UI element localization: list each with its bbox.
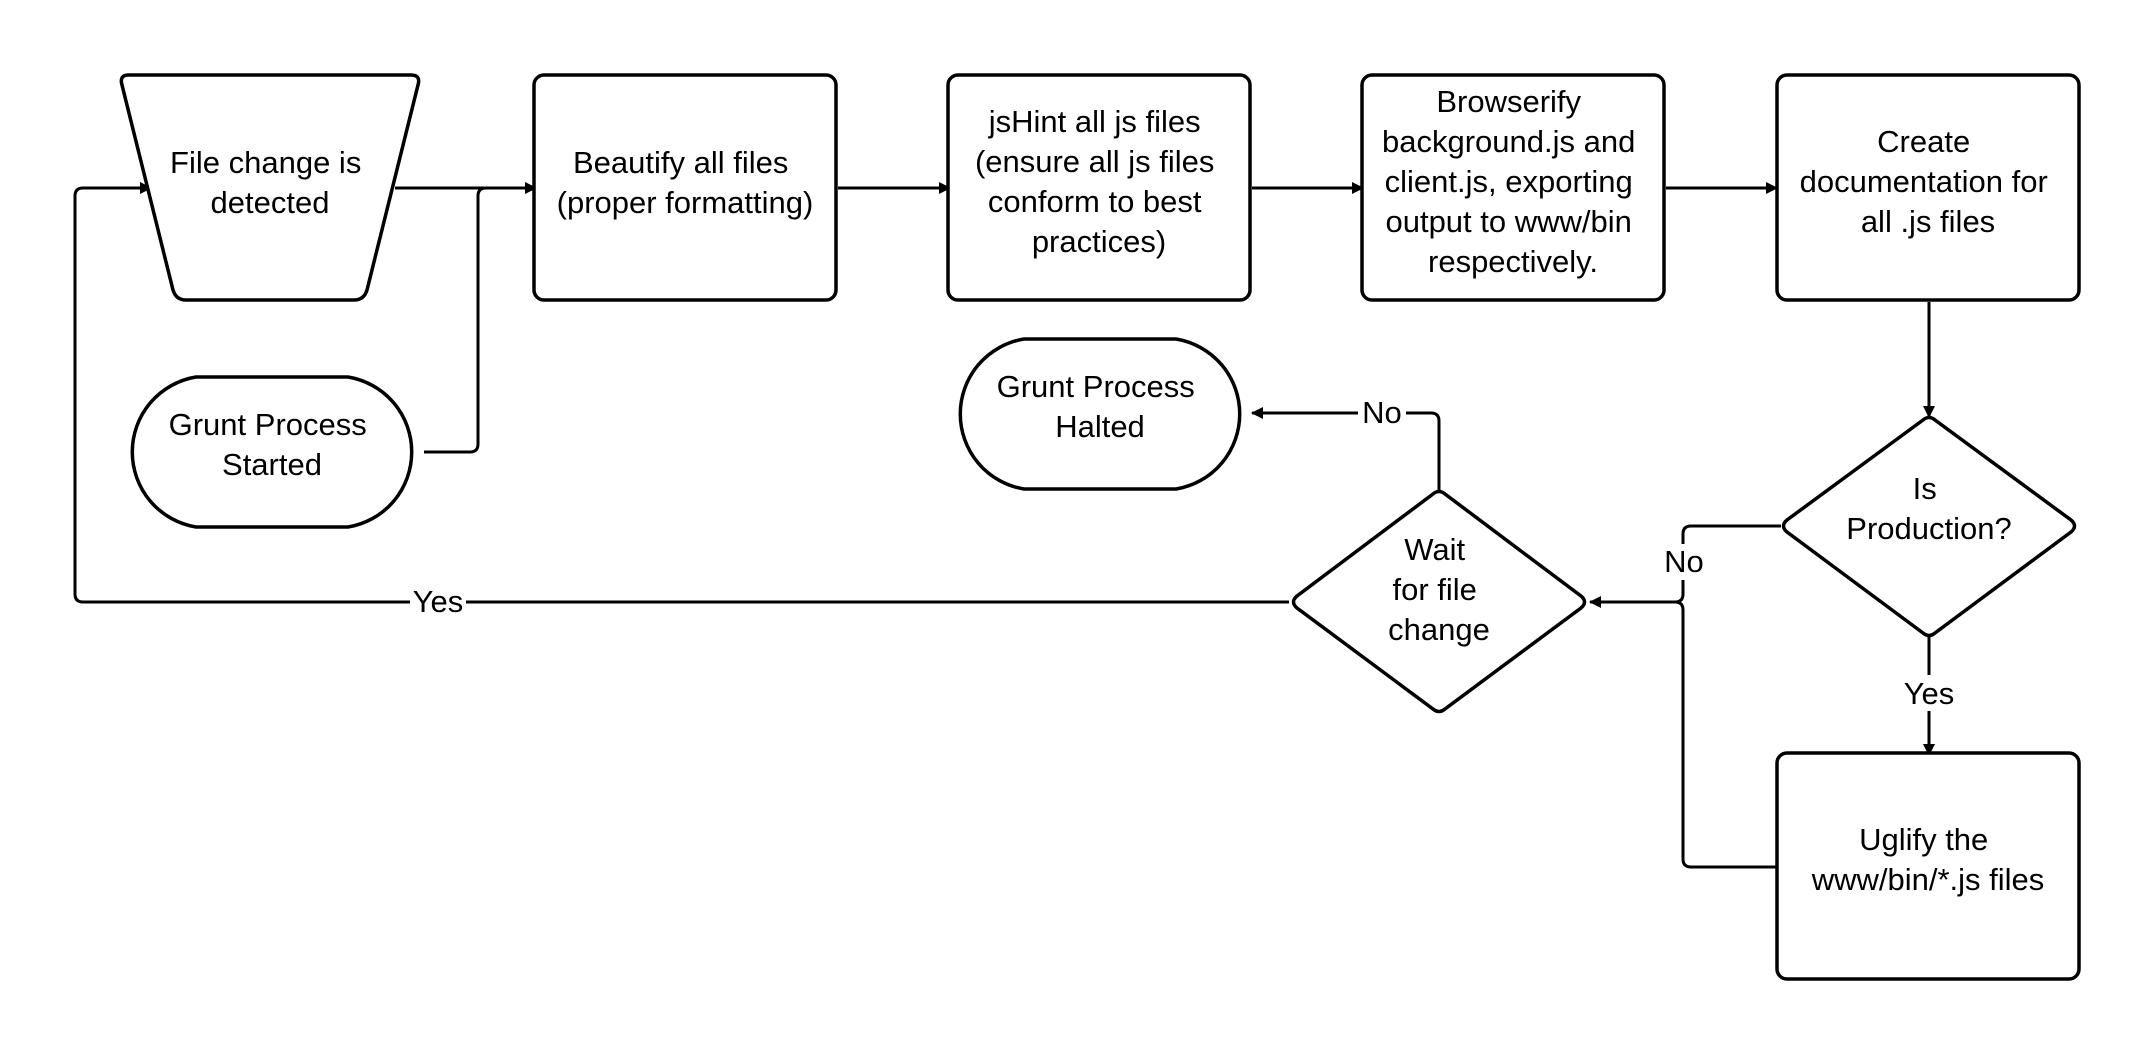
process-beautify (532, 73, 838, 302)
browserify-line-1: Browserify (1436, 84, 1581, 119)
edge-label-yes-wait: Yes (413, 584, 464, 619)
terminator-grunt-halted (958, 337, 1242, 491)
browserify-line-2: background.js and (1382, 124, 1635, 159)
grunt-started-label: Grunt Process Started (169, 407, 376, 482)
beautify-label: Beautify all files (proper formatting) (557, 145, 814, 220)
create-docs-line-3: all .js files (1861, 204, 1995, 239)
wait-change-line-2: for file (1392, 572, 1476, 607)
wait-change-label: Wait for file change (1388, 532, 1490, 647)
edge-label-bg-no-wait (1358, 395, 1406, 431)
uglify-label: Uglify the www/bin/*.js files (1811, 822, 2045, 897)
process-create-docs (1775, 73, 2081, 302)
decision-is-production (1781, 415, 2077, 638)
edge-wait-change-to-grunt-halted (1251, 407, 1441, 490)
create-docs-line-2: documentation for (1800, 164, 2048, 199)
jshint-line-2: (ensure all js files (975, 144, 1214, 179)
edge-label-bg-no-production (1661, 544, 1707, 580)
create-docs-label: Create documentation for all .js files (1800, 124, 2057, 239)
jshint-line-4: practices) (1032, 224, 1166, 259)
manual-operation-file-change (119, 73, 421, 302)
edge-wait-change-to-file-change (73, 182, 1289, 604)
grunt-started-line-1: Grunt Process (169, 407, 367, 442)
process-uglify (1775, 751, 2081, 981)
process-jshint (946, 73, 1252, 302)
browserify-line-5: respectively. (1428, 244, 1598, 279)
grunt-halted-line-1: Grunt Process (997, 369, 1195, 404)
terminator-grunt-started (130, 375, 414, 529)
wait-change-line-3: change (1388, 612, 1490, 647)
nodes (119, 73, 2081, 981)
edge-uglify-to-wait-change (1674, 600, 1777, 869)
uglify-line-1: Uglify the (1859, 822, 1988, 857)
is-production-line-1: Is (1913, 471, 1937, 506)
uglify-line-2: www/bin/*.js files (1811, 862, 2045, 897)
browserify-line-4: output to www/bin (1385, 204, 1631, 239)
edge-labels: Yes No No Yes (410, 395, 1956, 711)
beautify-line-2: (proper formatting) (557, 185, 814, 220)
browserify-line-3: client.js, exporting (1385, 164, 1633, 199)
node-labels: File change is detected Grunt Process St… (169, 84, 2057, 897)
jshint-line-3: conform to best (988, 184, 1202, 219)
edge-label-bg-yes-production (1902, 675, 1956, 711)
create-docs-line-1: Create (1877, 124, 1970, 159)
grunt-halted-line-2: Halted (1055, 409, 1145, 444)
browserify-label: Browserify background.js and client.js, … (1382, 84, 1644, 279)
edge-grunt-started-to-beautify (424, 186, 487, 454)
edges (73, 182, 1935, 869)
grunt-halted-label: Grunt Process Halted (997, 369, 1204, 444)
grunt-started-line-2: Started (222, 447, 322, 482)
decision-wait-change (1291, 489, 1587, 714)
jshint-label: jsHint all js files (ensure all js files… (975, 104, 1223, 259)
edge-label-yes-production: Yes (1904, 676, 1955, 711)
file-change-label: File change is detected (170, 145, 370, 220)
is-production-label: Is Production? (1846, 471, 2011, 546)
process-browserify (1360, 73, 1666, 302)
file-change-line-2: detected (211, 185, 330, 220)
edge-label-bg-yes-wait (410, 584, 466, 620)
edge-label-no-wait: No (1362, 395, 1402, 430)
file-change-line-1: File change is (170, 145, 361, 180)
edge-label-no-production: No (1664, 544, 1704, 579)
is-production-line-2: Production? (1846, 511, 2011, 546)
wait-change-line-1: Wait (1404, 532, 1465, 567)
beautify-line-1: Beautify all files (573, 145, 788, 180)
jshint-line-1: jsHint all js files (988, 104, 1201, 139)
